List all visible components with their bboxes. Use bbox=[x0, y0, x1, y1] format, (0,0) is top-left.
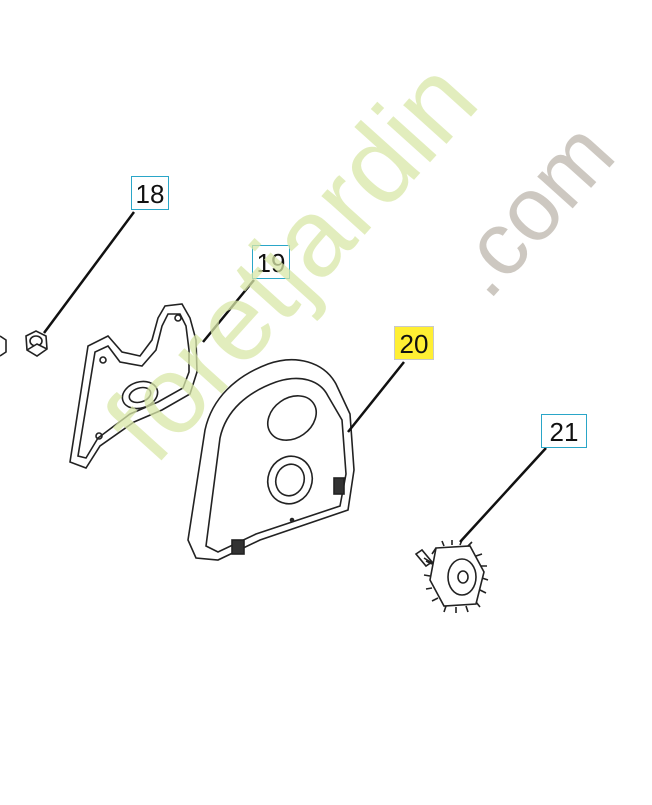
callout-21: 21 bbox=[541, 414, 587, 448]
part-19-gasket bbox=[69, 303, 198, 469]
leader-18 bbox=[42, 211, 136, 334]
part-18-nut bbox=[25, 330, 48, 357]
leader-20 bbox=[347, 361, 405, 433]
leader-21 bbox=[459, 447, 547, 543]
part-21-knob bbox=[414, 539, 489, 613]
callout-20-highlighted: 20 bbox=[394, 326, 434, 360]
partial-part-left bbox=[0, 335, 7, 357]
leader-19 bbox=[202, 279, 255, 343]
callout-19: 19 bbox=[252, 245, 290, 279]
part-20-cover bbox=[187, 358, 355, 561]
callout-18: 18 bbox=[131, 176, 169, 210]
